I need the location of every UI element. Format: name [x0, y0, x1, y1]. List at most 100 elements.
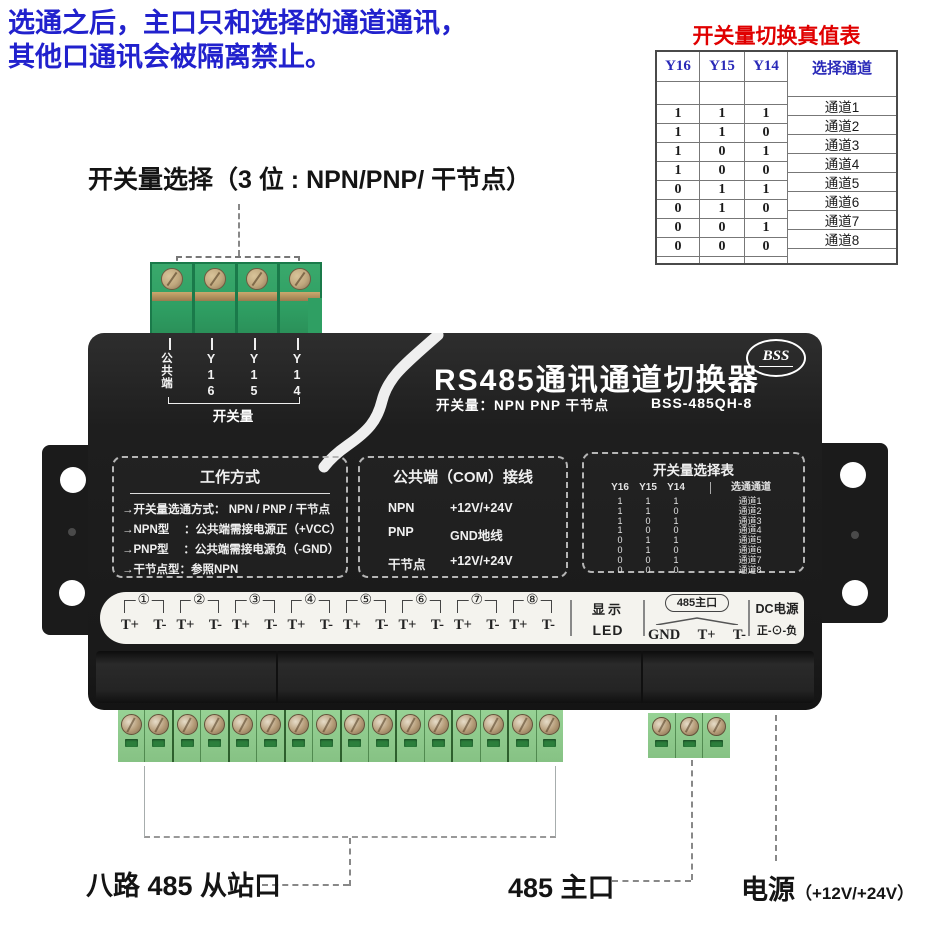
terminal	[257, 710, 286, 762]
mounting-hole	[842, 580, 868, 606]
swoosh-decoration	[318, 333, 444, 473]
terminal	[201, 710, 230, 762]
screw-icon	[427, 714, 449, 735]
mounting-ear-right	[820, 443, 888, 623]
rivet-icon	[851, 531, 859, 539]
screw-icon	[120, 714, 142, 735]
terminal	[397, 710, 425, 762]
label-common-terminal: 公共端	[160, 352, 172, 390]
main-port-badge: 485主口	[665, 594, 729, 612]
brand-logo-text: BSS	[762, 348, 790, 364]
screw-icon	[539, 714, 561, 735]
device-body: 公共端 Y16 Y15 Y14 开关量 RS485通讯通道切换器 开关量：NPN…	[88, 333, 822, 710]
com-row-label: 干节点	[388, 558, 426, 572]
mounting-hole	[59, 580, 85, 606]
terminal	[229, 710, 258, 762]
screw-icon	[288, 714, 310, 735]
terminal	[480, 710, 510, 762]
work-mode-item: →干节点型：参照NPN	[122, 564, 239, 576]
work-mode-item: →PNP型 ：公共端需接电源负（-GND）	[122, 544, 340, 556]
terminal	[145, 710, 174, 762]
truth-table-header-y16: Y16	[657, 52, 700, 82]
channel-number: ⑧	[523, 591, 541, 607]
main-port-label: 485 主口	[508, 873, 615, 903]
panel-com-title: 公共端（COM）接线	[393, 469, 533, 486]
switch-input-terminal-block	[150, 262, 322, 338]
work-mode-item: →开关量选通方式： NPN / PNP / 干节点	[122, 504, 331, 516]
switch-group-label: 开关量	[212, 409, 254, 424]
channel-number: ⑦	[468, 591, 486, 607]
truth-table-header-y14: Y14	[745, 52, 787, 82]
com-row-value: +12V/+24V	[450, 501, 513, 515]
com-row-label: NPN	[388, 501, 415, 515]
brand-logo: BSS	[746, 339, 806, 377]
switch-select-label: 开关量选择（3 位 : NPN/PNP/ 干节点）	[88, 166, 532, 194]
dashed-line-main-port-h	[612, 880, 691, 882]
power-label-detail: （+12V/+24V）	[795, 884, 915, 903]
panel-work-mode-title: 工作方式	[199, 469, 260, 486]
dashed-line-main-port	[691, 760, 693, 880]
select-header-y16: Y16	[611, 482, 629, 493]
truth-table-channel: 通道1	[788, 97, 896, 116]
channel-number: ①	[135, 591, 153, 607]
dashed-line-switch-label	[238, 204, 240, 256]
terminal-segment	[194, 264, 235, 336]
terminal	[424, 710, 454, 762]
main-port-block: 485主口 GND T+ T-	[648, 594, 746, 644]
truth-table-channel: 通道5	[788, 173, 896, 192]
screw-icon	[511, 714, 533, 735]
screw-icon	[400, 714, 422, 735]
truth-table-channel: 通道6	[788, 192, 896, 211]
switch-group-bracket	[168, 397, 300, 404]
com-row-value: +12V/+24V	[450, 554, 513, 568]
note-line-2: 其他口通讯会被隔离禁止。	[8, 42, 332, 72]
label-y16: Y16	[204, 352, 218, 400]
label-y15: Y15	[247, 352, 261, 400]
screw-icon	[483, 714, 505, 735]
dashed-line-slave	[349, 838, 351, 886]
truth-table-channel: 通道2	[788, 116, 896, 135]
terminal	[173, 710, 202, 762]
screw-icon	[371, 714, 393, 735]
screw-icon	[315, 714, 337, 735]
dc-power-label: DC电源 正-⊙-负	[751, 598, 803, 638]
terminal-segment	[152, 264, 192, 336]
power-label: 电源（+12V/+24V）	[741, 875, 915, 905]
gnd-label: GND	[648, 627, 681, 643]
screw-icon	[707, 717, 727, 736]
device-subtitle: 开关量：NPN PNP 干节点	[436, 398, 610, 413]
screw-icon	[344, 714, 366, 735]
mounting-ear-left	[42, 445, 92, 635]
screw-icon	[232, 714, 254, 735]
panel-work-mode: 工作方式 →开关量选通方式： NPN / PNP / 干节点 →NPN型 ：公共…	[112, 456, 348, 578]
slave-ports-bracket	[144, 766, 556, 838]
din-rail-slot	[96, 651, 814, 703]
screw-icon	[679, 717, 699, 736]
terminal	[285, 710, 314, 762]
screw-icon	[246, 268, 269, 290]
note-text: 选通之后，主口只和选择的通道通讯， 其他口通讯会被隔离禁止。	[8, 6, 608, 74]
terminal	[341, 710, 369, 762]
truth-table-header-channel: 选择通道	[788, 52, 896, 97]
main-port-terminal-block	[648, 713, 731, 758]
truth-table-channel: 通道8	[788, 230, 896, 249]
truth-table-channel: 通道7	[788, 211, 896, 230]
terminal	[648, 713, 676, 758]
panel-select-title: 开关量选择表	[653, 463, 734, 478]
terminal	[368, 710, 398, 762]
terminal-segment	[237, 264, 278, 336]
